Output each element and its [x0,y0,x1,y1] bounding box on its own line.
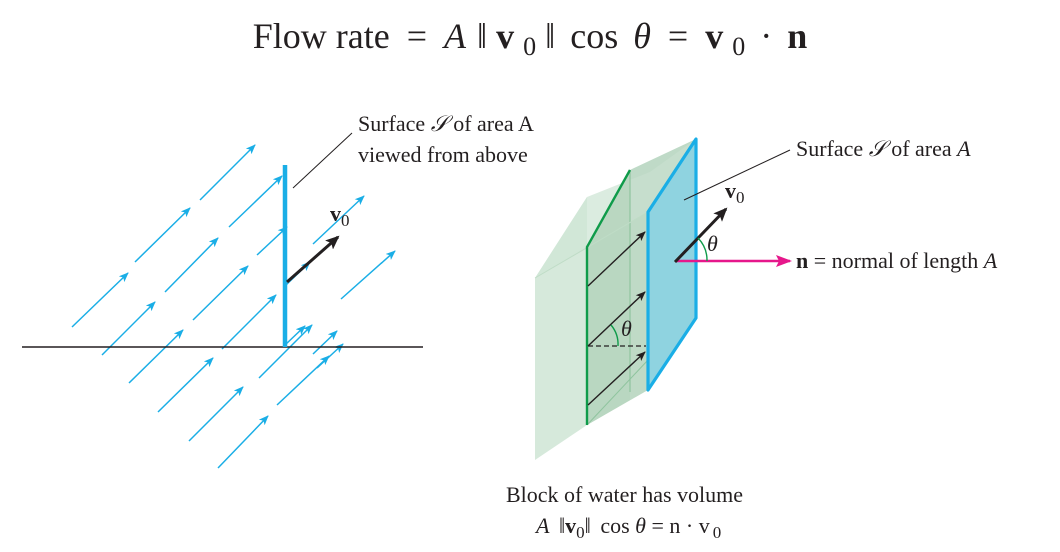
block-top-face [535,139,696,278]
surface-label-left-line2: viewed from above [358,142,528,167]
flow-arrow [71,272,129,328]
left-diagram-top-view: v0 Surface 𝒮 of area A viewed from above [22,111,534,469]
flow-arrow [217,415,269,469]
surface-leader-left [292,132,353,189]
velocity-vector-right [673,207,728,264]
flow-arrow [340,250,396,300]
flow-arrow [188,386,244,442]
flow-arrow [192,265,249,321]
flow-arrow-block-3 [587,351,646,406]
flow-arrow [284,325,306,346]
right-diagram-3d-view: θ θ v0 Surface 𝒮 of area A n = normal of… [506,136,998,542]
surface-leader-right [683,149,791,201]
flow-arrow [134,207,191,263]
flow-arrow [199,144,256,201]
caption-line1: Block of water has volume [506,482,743,507]
surface-label-left-line1: Surface 𝒮 of area A [358,111,534,136]
flow-arrow [316,343,344,369]
block-bottom-diag [586,359,649,426]
velocity-label-left: v0 [330,201,350,230]
flow-field-arrows [71,144,396,469]
angle-arc-top [697,237,708,262]
surface-s [646,137,698,392]
title-formula: Flow rate = A ‖ v 0 ‖ cos θ = v 0 · n [253,16,808,63]
flow-arrow-block-1 [587,231,646,287]
surface-label-right: Surface 𝒮 of area A [796,136,971,161]
velocity-label-right: v0 [725,178,745,207]
velocity-vector-left [286,235,340,284]
green-back-surface-edge [585,169,632,425]
block-diag-edge [534,211,649,279]
angle-label-top: θ [707,231,718,256]
angle-arc-inner [610,324,619,347]
flow-arrow [221,294,277,350]
flow-arrow [256,226,288,256]
flow-arrow [312,330,338,355]
normal-label: n = normal of length A [796,248,998,273]
flow-arrow [128,329,184,384]
flow-arrow [228,175,283,228]
angle-label-inner: θ [621,316,632,341]
flow-arrow [101,301,156,356]
flow-arrow [157,357,214,413]
flow-arrow [312,195,365,245]
flow-arrow-block-2 [587,291,646,347]
flow-arrow [164,237,219,293]
title-flow-rate: Flow rate [253,16,390,56]
